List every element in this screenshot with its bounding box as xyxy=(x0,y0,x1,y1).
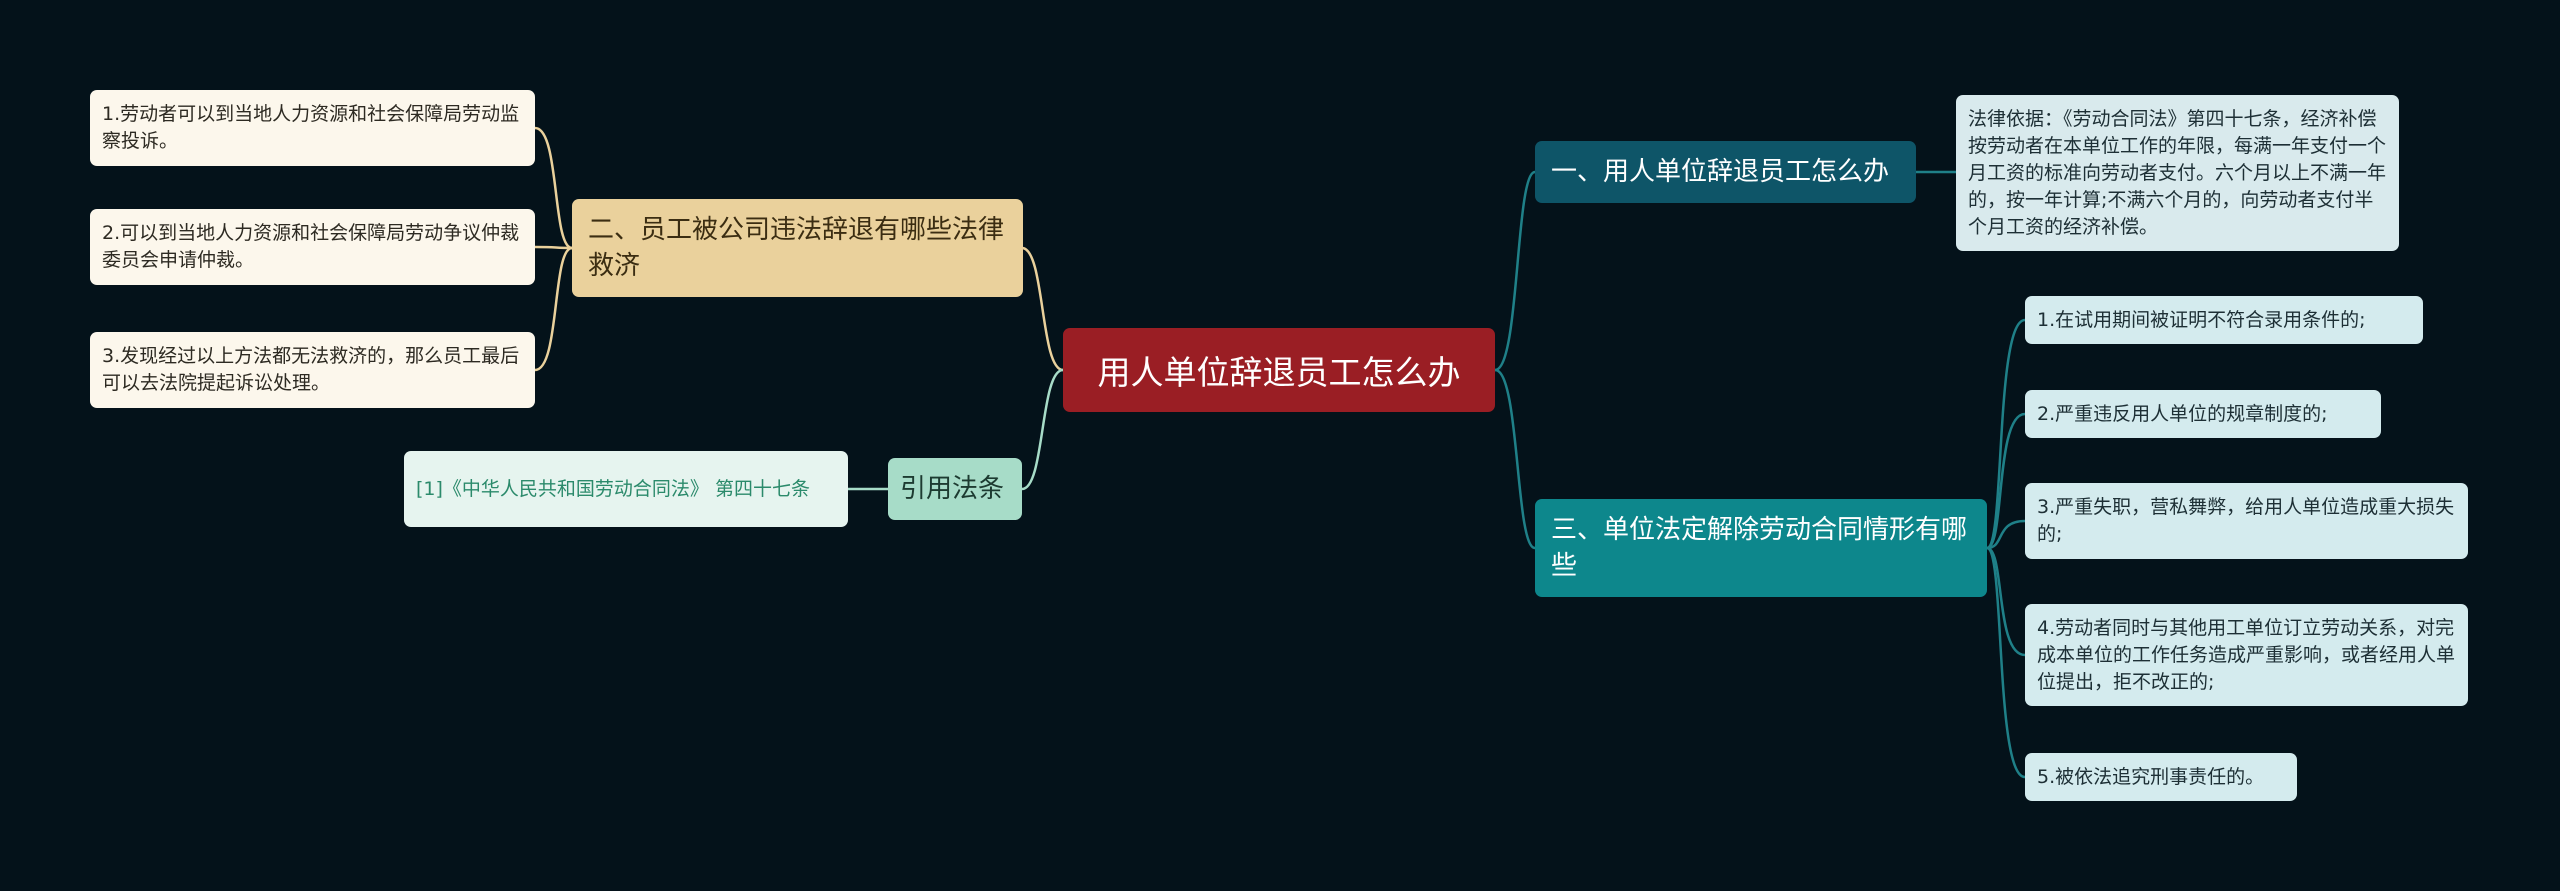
remedy-item-text: 3.发现经过以上方法都无法救济的，那么员工最后可以去法院提起诉讼处理。 xyxy=(102,345,520,394)
remedy-item-text: 1.劳动者可以到当地人力资源和社会保障局劳动监察投诉。 xyxy=(102,103,520,152)
citation-text: [1]《中华人民共和国劳动合同法》 第四十七条 xyxy=(416,477,810,500)
connector-b3-item1 xyxy=(1985,318,2026,550)
branch-label: 三、单位法定解除劳动合同情形有哪些 xyxy=(1551,515,1968,581)
legal-basis-note[interactable]: 法律依据：《劳动合同法》第四十七条，经济补偿按劳动者在本单位工作的年限，每满一年… xyxy=(1956,95,2399,251)
branch-dismissal-handling[interactable]: 一、用人单位辞退员工怎么办 xyxy=(1535,141,1916,203)
termination-item-3[interactable]: 3.严重失职，营私舞弊，给用人单位造成重大损失的; xyxy=(2025,483,2468,559)
branch-label: 二、员工被公司违法辞退有哪些法律救济 xyxy=(588,215,1005,281)
branch-cited-law[interactable]: 引用法条 xyxy=(888,458,1022,520)
termination-item-text: 2.严重违反用人单位的规章制度的; xyxy=(2037,402,2328,425)
connector-root-b1 xyxy=(1494,170,1536,372)
citation-link[interactable]: [1]《中华人民共和国劳动合同法》 第四十七条 xyxy=(404,451,848,527)
branch-statutory-termination[interactable]: 三、单位法定解除劳动合同情形有哪些 xyxy=(1535,499,1987,597)
connector-b2-item1 xyxy=(534,126,573,250)
connector-root-b3 xyxy=(1494,368,1536,550)
branch-label: 引用法条 xyxy=(900,474,1005,504)
connector-b3-item4 xyxy=(1986,546,2026,657)
termination-item-1[interactable]: 1.在试用期间被证明不符合录用条件的; xyxy=(2025,296,2423,344)
branch-legal-remedies[interactable]: 二、员工被公司违法辞退有哪些法律救济 xyxy=(572,199,1023,297)
connector-b3-item5 xyxy=(1985,546,2026,779)
termination-item-4[interactable]: 4.劳动者同时与其他用工单位订立劳动关系，对完成本单位的工作任务造成严重影响，或… xyxy=(2025,604,2468,706)
connector-root-b2 xyxy=(1021,246,1064,372)
connector-root-b4 xyxy=(1021,368,1064,491)
termination-item-5[interactable]: 5.被依法追究刑事责任的。 xyxy=(2025,753,2297,801)
connector-b3-item3 xyxy=(1986,519,2026,550)
termination-item-text: 5.被依法追究刑事责任的。 xyxy=(2037,765,2265,788)
termination-item-text: 1.在试用期间被证明不符合录用条件的; xyxy=(2037,308,2366,331)
remedy-item-2[interactable]: 2.可以到当地人力资源和社会保障局劳动争议仲裁委员会申请仲裁。 xyxy=(90,209,535,285)
connector-b2-item3 xyxy=(534,246,573,372)
remedy-item-text: 2.可以到当地人力资源和社会保障局劳动争议仲裁委员会申请仲裁。 xyxy=(102,222,520,271)
termination-item-text: 4.劳动者同时与其他用工单位订立劳动关系，对完成本单位的工作任务造成严重影响，或… xyxy=(2037,616,2456,693)
remedy-item-1[interactable]: 1.劳动者可以到当地人力资源和社会保障局劳动监察投诉。 xyxy=(90,90,535,166)
termination-item-text: 3.严重失职，营私舞弊，给用人单位造成重大损失的; xyxy=(2037,496,2455,545)
remedy-item-3[interactable]: 3.发现经过以上方法都无法救济的，那么员工最后可以去法院提起诉讼处理。 xyxy=(90,332,535,408)
connector-b3-item2 xyxy=(1986,412,2026,550)
root-label: 用人单位辞退员工怎么办 xyxy=(1097,353,1461,392)
root-node[interactable]: 用人单位辞退员工怎么办 xyxy=(1063,328,1495,412)
legal-basis-text: 法律依据：《劳动合同法》第四十七条，经济补偿按劳动者在本单位工作的年限，每满一年… xyxy=(1968,107,2387,238)
connector-b2-item2 xyxy=(534,245,573,250)
branch-label: 一、用人单位辞退员工怎么办 xyxy=(1551,157,1890,187)
termination-item-2[interactable]: 2.严重违反用人单位的规章制度的; xyxy=(2025,390,2381,438)
